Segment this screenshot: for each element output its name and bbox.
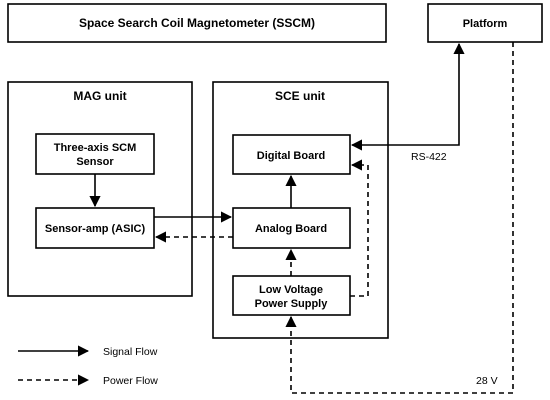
sensor-amp-label: Sensor-amp (ASIC): [45, 223, 146, 235]
rs422-label: RS-422: [411, 151, 447, 163]
sensor-label-line1: Three-axis SCM: [54, 142, 137, 154]
platform-label: Platform: [463, 18, 508, 30]
digital-board-label: Digital Board: [257, 150, 325, 162]
lvps-block: Low Voltage Power Supply: [232, 275, 351, 316]
mag-unit-title: MAG unit: [73, 89, 126, 103]
power-lvps-to-digital: [350, 159, 369, 297]
power-platform-to-lvps: [285, 42, 514, 394]
lvps-label-line1: Low Voltage: [259, 284, 323, 296]
voltage-label: 28 V: [476, 375, 498, 387]
analog-board-label: Analog Board: [255, 223, 327, 235]
digital-board-block: Digital Board: [232, 134, 351, 175]
mag-unit: MAG unit: [7, 81, 193, 297]
legend-signal-label: Signal Flow: [103, 346, 158, 358]
analog-board-block: Analog Board: [232, 207, 351, 249]
lvps-label-line2: Power Supply: [255, 298, 329, 310]
sscm-title: Space Search Coil Magnetometer (SSCM): [79, 16, 315, 30]
platform-block: Platform: [427, 3, 543, 43]
sce-unit-title: SCE unit: [275, 89, 325, 103]
sensor-label-line2: Sensor: [76, 156, 114, 168]
legend: Signal Flow Power Flow: [18, 345, 158, 387]
signal-rs422-link: [350, 42, 465, 151]
sensor-amp-block: Sensor-amp (ASIC): [35, 207, 155, 249]
legend-power-label: Power Flow: [103, 375, 158, 387]
sensor-block: Three-axis SCM Sensor: [35, 133, 155, 175]
sscm-block: Space Search Coil Magnetometer (SSCM): [7, 3, 387, 43]
